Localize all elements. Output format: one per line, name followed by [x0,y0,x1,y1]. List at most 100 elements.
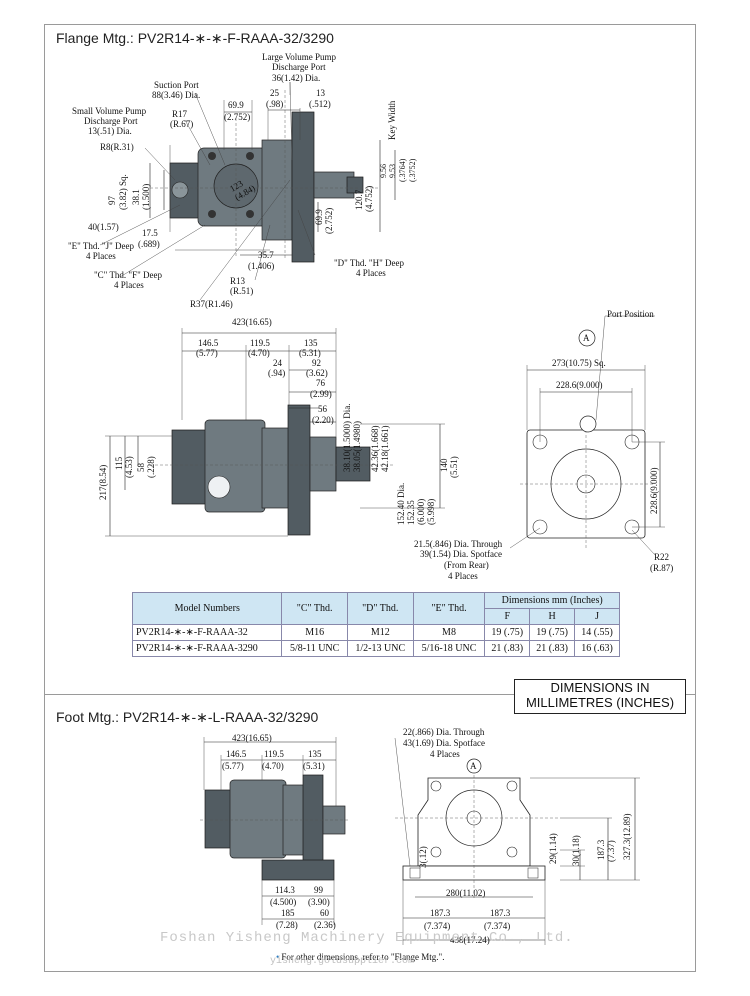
foot-note-text: For other dimensions, refer to "Flange M… [281,952,445,962]
dim-3764: (.3764) [398,158,407,182]
cell-j: 14 (.55) [574,624,620,641]
foot-dim-146-5: 146.5 [226,749,247,759]
foot-dim-327-3: 327.3(12.89) [622,814,632,861]
dim-97: 97 [107,196,117,206]
foot-dim-60: 60 [320,908,330,918]
foot-dim-187-3-in: (7.37) [606,840,616,862]
end-places: 4 Places [448,571,478,581]
dim-69-9-in: (2.752) [224,112,250,122]
col-model: Model Numbers [131,592,283,625]
dim-17-5-in: (.689) [138,239,160,249]
flange-end-view: Port Position A 273(10.75) Sq. 228.6(9.0… [414,309,673,581]
side-dia-5: 152.40 Dia. [396,483,406,525]
side-dim-115: 115 [114,456,124,470]
foot-places: 4 Places [430,749,460,759]
foot-dim-185: 185 [281,908,295,918]
dim-35-7-in: (1.406) [248,261,274,271]
foot-dim-119-5-in: (4.70) [262,761,284,771]
dim-9-53: 9.53 [388,164,397,178]
side-dia-2: 38.05(1.4980) [352,421,362,472]
suction-port-dia: 88(3.46) Dia. [152,90,200,100]
foot-note: • For other dimensions, refer to "Flange… [276,952,444,962]
foot-dim-438: 438(17.24) [450,935,490,945]
r13-inch: (R.51) [230,286,253,296]
side-dia-1: 38.10(1.5000) Dia. [342,404,352,473]
dim-120-7-in: (4.752) [364,186,374,212]
foot-title: Foot Mtg.: PV2R14-∗-∗-L-RAAA-32/3290 [56,709,319,725]
side-dim-146-5-in: (5.77) [196,348,218,358]
large-port-label: Large Volume Pump [262,52,336,62]
flange-side-view: 423(16.65) 146.5 (5.77) 119.5 (4.70) 135… [98,317,459,537]
key-width-label: Key Width [387,100,397,140]
table-row: PV2R14-∗-∗-F-RAAA-3290 5/8-11 UNC 1/2-13… [131,640,620,657]
c-places: 4 Places [114,280,144,290]
r17-inch: (R.67) [170,119,193,129]
thread-dimension-table: Model Numbers "C" Thd. "D" Thd. "E" Thd.… [131,592,620,657]
dim-35-7: 35.7 [258,250,274,260]
end-through-label: 21.5(.846) Dia. Through [414,539,503,549]
foot-dim-135-in: (5.31) [303,761,325,771]
cell-model: PV2R14-∗-∗-F-RAAA-32 [131,624,283,641]
r13-label: R13 [230,276,246,286]
side-dia-6: 152.35 [406,500,416,525]
side-dim-76-in: (2.99) [310,389,332,399]
foot-dim-99-in: (3.90) [308,897,330,907]
dim-69-9b-in: (2.752) [324,208,334,234]
foot-dim-114-3: 114.3 [275,885,295,895]
units-line-1: DIMENSIONS IN [550,680,650,695]
side-dim-217: 217(8.54) [98,465,108,500]
cell-e: 5/16-18 UNC [412,640,486,657]
flange-title: Flange Mtg.: PV2R14-∗-∗-F-RAAA-32/3290 [56,30,334,46]
foot-dim-187-3b: 187.3 [490,908,511,918]
side-dim-58-in: (.228) [146,456,156,478]
end-dim-273: 273(10.75) Sq. [552,358,606,368]
watermark-url: yisheng.goldsupplier.com [270,956,415,967]
small-port-label: Small Volume Pump [72,106,147,116]
side-dim-146-5: 146.5 [198,338,219,348]
foot-marker-a: A [470,761,477,771]
dim-38-1: 38.1 [131,189,141,205]
col-d-thread: "D" Thd. [346,592,414,625]
side-dim-135-in: (5.31) [299,348,321,358]
side-dim-92-in: (3.62) [306,368,328,378]
foot-dim-135: 135 [308,749,322,759]
foot-dim-114-3-in: (4.500) [270,897,296,907]
watermark-company: Foshan Yisheng Machinery Equipment Co., … [160,930,574,946]
dim-13-in: (.512) [309,99,331,109]
end-dim-228-6-v: 228.6(9.000) [649,468,659,515]
foot-dim-146-5-in: (5.77) [222,761,244,771]
foot-dim-60-in: (2.36) [314,920,336,930]
foot-dim-30: 30(1.18) [571,835,581,866]
port-position-label: Port Position [607,309,654,319]
flange-top-view: Large Volume Pump Discharge Port 36(1.42… [68,52,417,309]
foot-dim-187-3a: 187.3 [430,908,451,918]
small-port-dia: 13(.51) Dia. [88,126,132,136]
foot-through-label: 22(.866) Dia. Through [403,727,485,737]
section-divider [44,694,696,695]
foot-dim-29: 29(1.14) [548,833,558,864]
side-dim-56-in: (2.20) [312,415,334,425]
dim-69-9b: 69.9 [314,209,324,225]
col-e-thread: "E" Thd. [412,592,486,625]
e-thread-label: "E" Thd. "J" Deep [68,241,135,251]
suction-port-label: Suction Port [154,80,199,90]
large-port-dia: 36(1.42) Dia. [272,73,320,83]
side-dim-423: 423(16.65) [232,317,272,327]
side-dim-135: 135 [304,338,318,348]
dim-3752: (.3752) [408,158,417,182]
cell-c: 5/8-11 UNC [281,640,348,657]
cell-h: 19 (.75) [529,624,576,641]
side-dim-58: 58 [136,463,146,473]
side-dim-24: 24 [273,358,283,368]
large-port-label2: Discharge Port [272,62,326,72]
foot-end-view: 22(.866) Dia. Through 43(1.69) Dia. Spot… [394,727,640,945]
side-dim-119-5-in: (4.70) [248,348,270,358]
end-r22: R22 [654,552,669,562]
cell-f: 19 (.75) [484,624,531,641]
dim-120-7: 120.7 [354,189,364,210]
side-dim-92: 92 [312,358,321,368]
table-row: PV2R14-∗-∗-F-RAAA-32 M16 M12 M8 19 (.75)… [131,624,620,641]
end-r22-in: (R.87) [650,563,673,573]
foot-dim-187-3b-in: (7.374) [484,921,510,931]
